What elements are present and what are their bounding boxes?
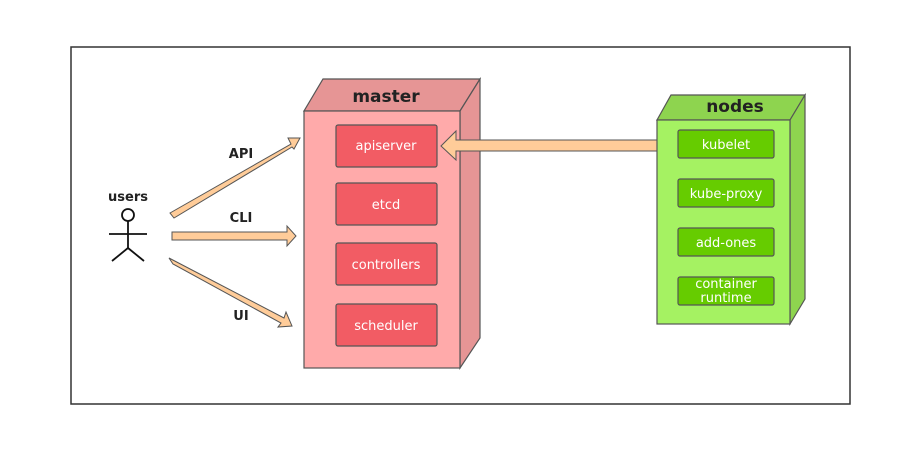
apiserver-label: apiserver	[356, 139, 418, 154]
kube-proxy-label: kube-proxy	[690, 187, 763, 202]
controllers-label: controllers	[352, 258, 421, 273]
ui-arrow	[168, 257, 293, 328]
master-etcd: etcd	[335, 182, 438, 226]
master-scheduler: scheduler	[335, 303, 438, 347]
etcd-label: etcd	[372, 198, 401, 213]
container-label: container	[695, 277, 757, 292]
node-add-ones: add-ones	[677, 227, 775, 257]
master-title: master	[352, 87, 420, 107]
users-label: users	[108, 190, 148, 205]
scheduler-label: scheduler	[354, 319, 418, 334]
runtime-label: runtime	[700, 291, 751, 306]
ui-label: UI	[233, 309, 248, 324]
api-arrow	[169, 137, 301, 219]
node-container-runtime: container runtime	[677, 276, 775, 306]
master-apiserver: apiserver	[335, 124, 438, 168]
node-kube-proxy: kube-proxy	[677, 178, 775, 208]
master-controllers: controllers	[335, 242, 438, 286]
add-ones-label: add-ones	[696, 236, 757, 251]
node-kubelet: kubelet	[677, 129, 775, 159]
nodes-title: nodes	[706, 97, 764, 117]
user-actor-icon	[109, 208, 147, 262]
cli-label: CLI	[230, 211, 253, 226]
kubelet-label: kubelet	[702, 138, 750, 153]
cli-arrow	[171, 224, 297, 248]
api-label: API	[229, 147, 253, 162]
